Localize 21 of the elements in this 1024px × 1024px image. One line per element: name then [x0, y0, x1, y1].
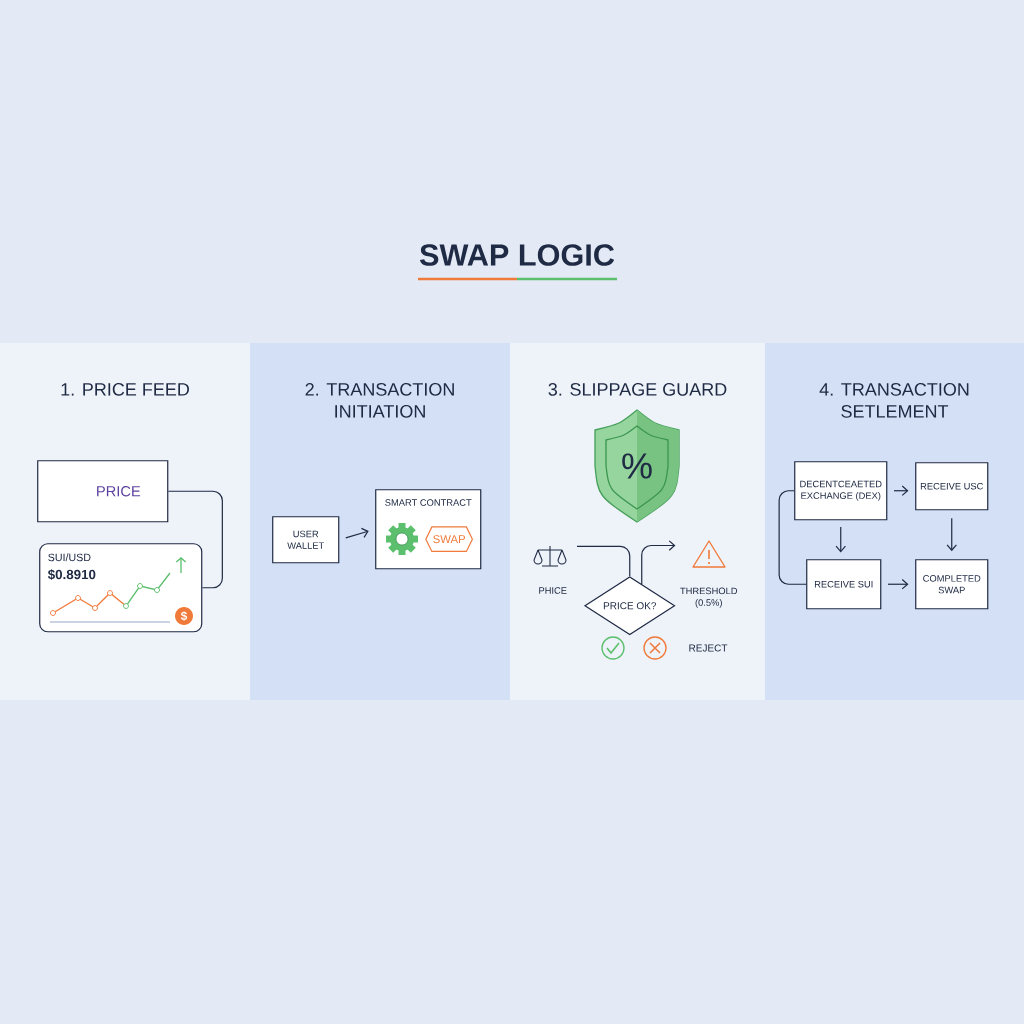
reject-label: REJECT — [689, 644, 728, 652]
arrow — [835, 526, 846, 553]
arrow — [641, 540, 676, 585]
arrow — [946, 517, 957, 552]
arrow — [345, 527, 369, 539]
percent-symbol: % — [622, 453, 652, 479]
connector-line — [167, 490, 223, 589]
process-box: RECEIVE USC — [915, 462, 989, 511]
title: SWAP LOGIC — [419, 244, 615, 266]
process-box: COMPLETED SWAP — [915, 559, 989, 610]
process-box: DECENTCEAETED EXCHANGE (DEX) — [794, 461, 888, 521]
connector-line — [576, 545, 631, 577]
threshold-label: THRESHOLD (0.5%) — [680, 587, 738, 608]
price-label: PHICE — [539, 587, 567, 594]
arrow — [887, 578, 909, 590]
connector-line — [778, 490, 807, 585]
price-box: PRICE — [37, 460, 169, 523]
swap-tag: SWAP — [425, 526, 474, 552]
arrow — [893, 485, 909, 496]
wallet-box: USER WALLET — [272, 516, 340, 564]
process-box: RECEIVE SUI — [806, 559, 882, 610]
